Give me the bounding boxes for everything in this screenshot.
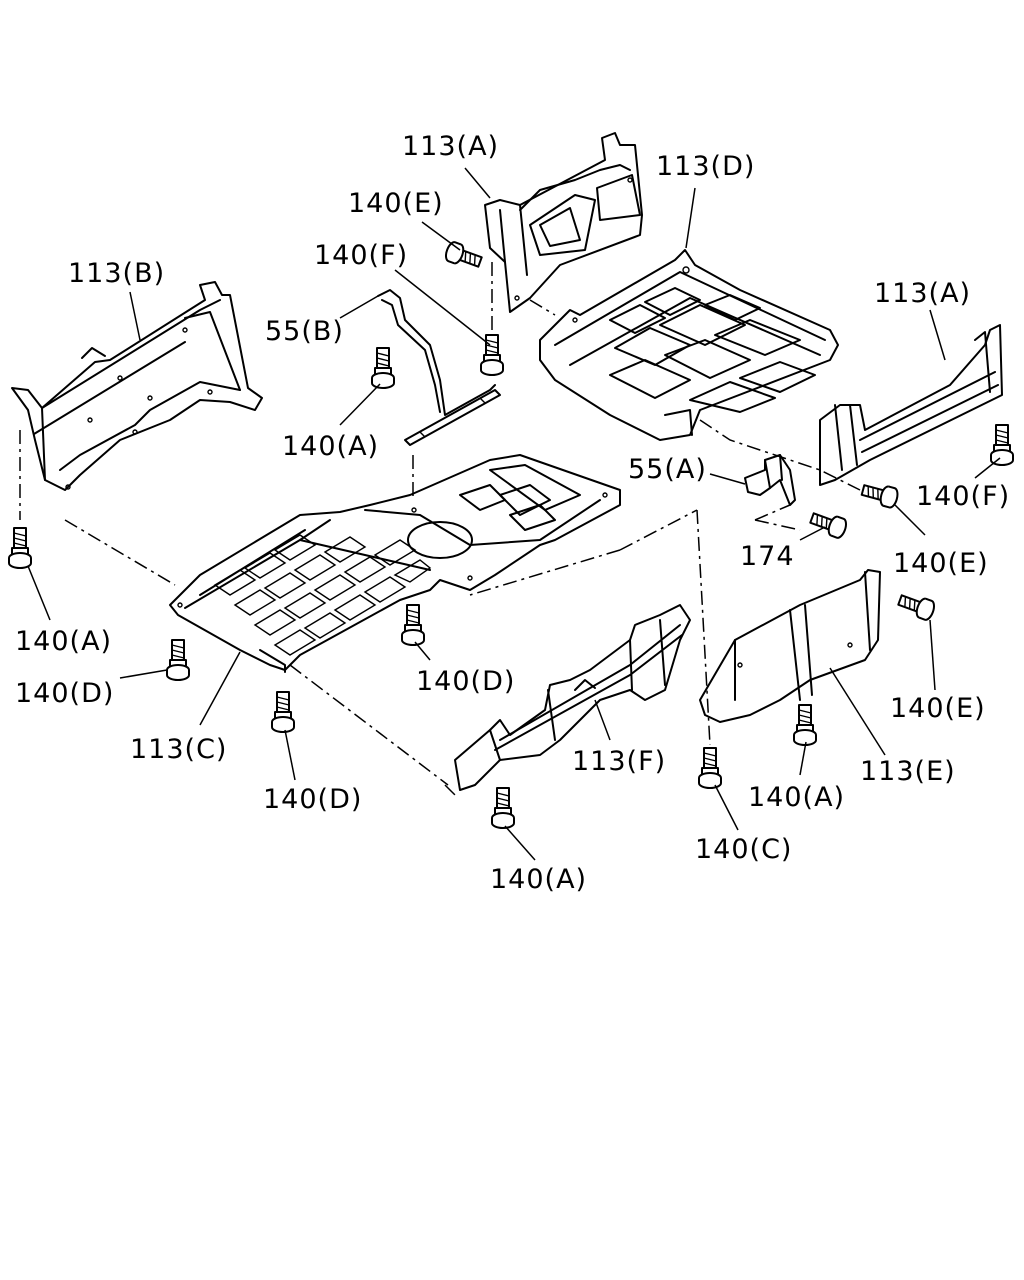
label-140a-lowright: 140(A) <box>748 782 845 813</box>
bolt-140f-right <box>990 424 1014 466</box>
label-113b: 113(B) <box>68 258 165 289</box>
label-113c: 113(C) <box>130 734 227 765</box>
bolt-140e-top <box>442 239 485 273</box>
label-140a-bottom: 140(A) <box>490 864 587 895</box>
part-55a-clip <box>744 454 796 506</box>
bolt-140d-bottom <box>271 691 295 733</box>
label-140e-top: 140(E) <box>348 188 444 219</box>
label-140e-right: 140(E) <box>890 693 986 724</box>
part-113e-lower-guard <box>699 569 881 723</box>
label-140a-left: 140(A) <box>15 626 112 657</box>
part-113c-center-plate <box>169 454 621 673</box>
label-140f-top: 140(F) <box>314 240 408 271</box>
bolt-140d-left <box>166 639 190 681</box>
label-113a-right: 113(A) <box>874 278 971 309</box>
bolt-174 <box>807 507 850 541</box>
part-113f-lower-rail <box>454 604 691 791</box>
leader-lines <box>27 167 1001 861</box>
label-113d: 113(D) <box>656 151 755 182</box>
bolt-140a-lowright <box>793 704 817 746</box>
bolt-140d-mid <box>401 604 425 646</box>
bolt-140a-mid <box>371 347 395 389</box>
label-55a: 55(A) <box>628 454 707 485</box>
label-140d-mid: 140(D) <box>416 666 515 697</box>
part-55b-stay <box>377 289 501 446</box>
assembly-center-lines <box>19 262 861 796</box>
part-113d-skid-plate <box>539 249 839 441</box>
label-113a-top: 113(A) <box>402 131 499 162</box>
callout-labels: 113(A) 113(D) 140(E) 140(F) 113(B) 55(B)… <box>15 131 1010 895</box>
part-113a-right-rail <box>819 324 1003 486</box>
part-113b-side-guard <box>11 281 263 491</box>
label-55b: 55(B) <box>265 316 344 347</box>
label-174: 174 <box>740 541 795 572</box>
label-140d-left: 140(D) <box>15 678 114 709</box>
bolt-140e-mid <box>859 479 901 510</box>
label-113e: 113(E) <box>860 756 956 787</box>
label-140f-right: 140(F) <box>916 481 1010 512</box>
bolt-140e-right <box>895 589 938 623</box>
label-113f: 113(F) <box>572 746 666 777</box>
bolt-140c <box>698 747 722 789</box>
bolt-140a-bottom <box>491 787 515 829</box>
label-140d-bottom: 140(D) <box>263 784 362 815</box>
label-140c: 140(C) <box>695 834 792 865</box>
label-140e-mid: 140(E) <box>893 548 989 579</box>
part-113a-upper-bracket <box>484 132 643 313</box>
bolt-140a-left <box>8 527 32 569</box>
label-140a-mid: 140(A) <box>282 431 379 462</box>
